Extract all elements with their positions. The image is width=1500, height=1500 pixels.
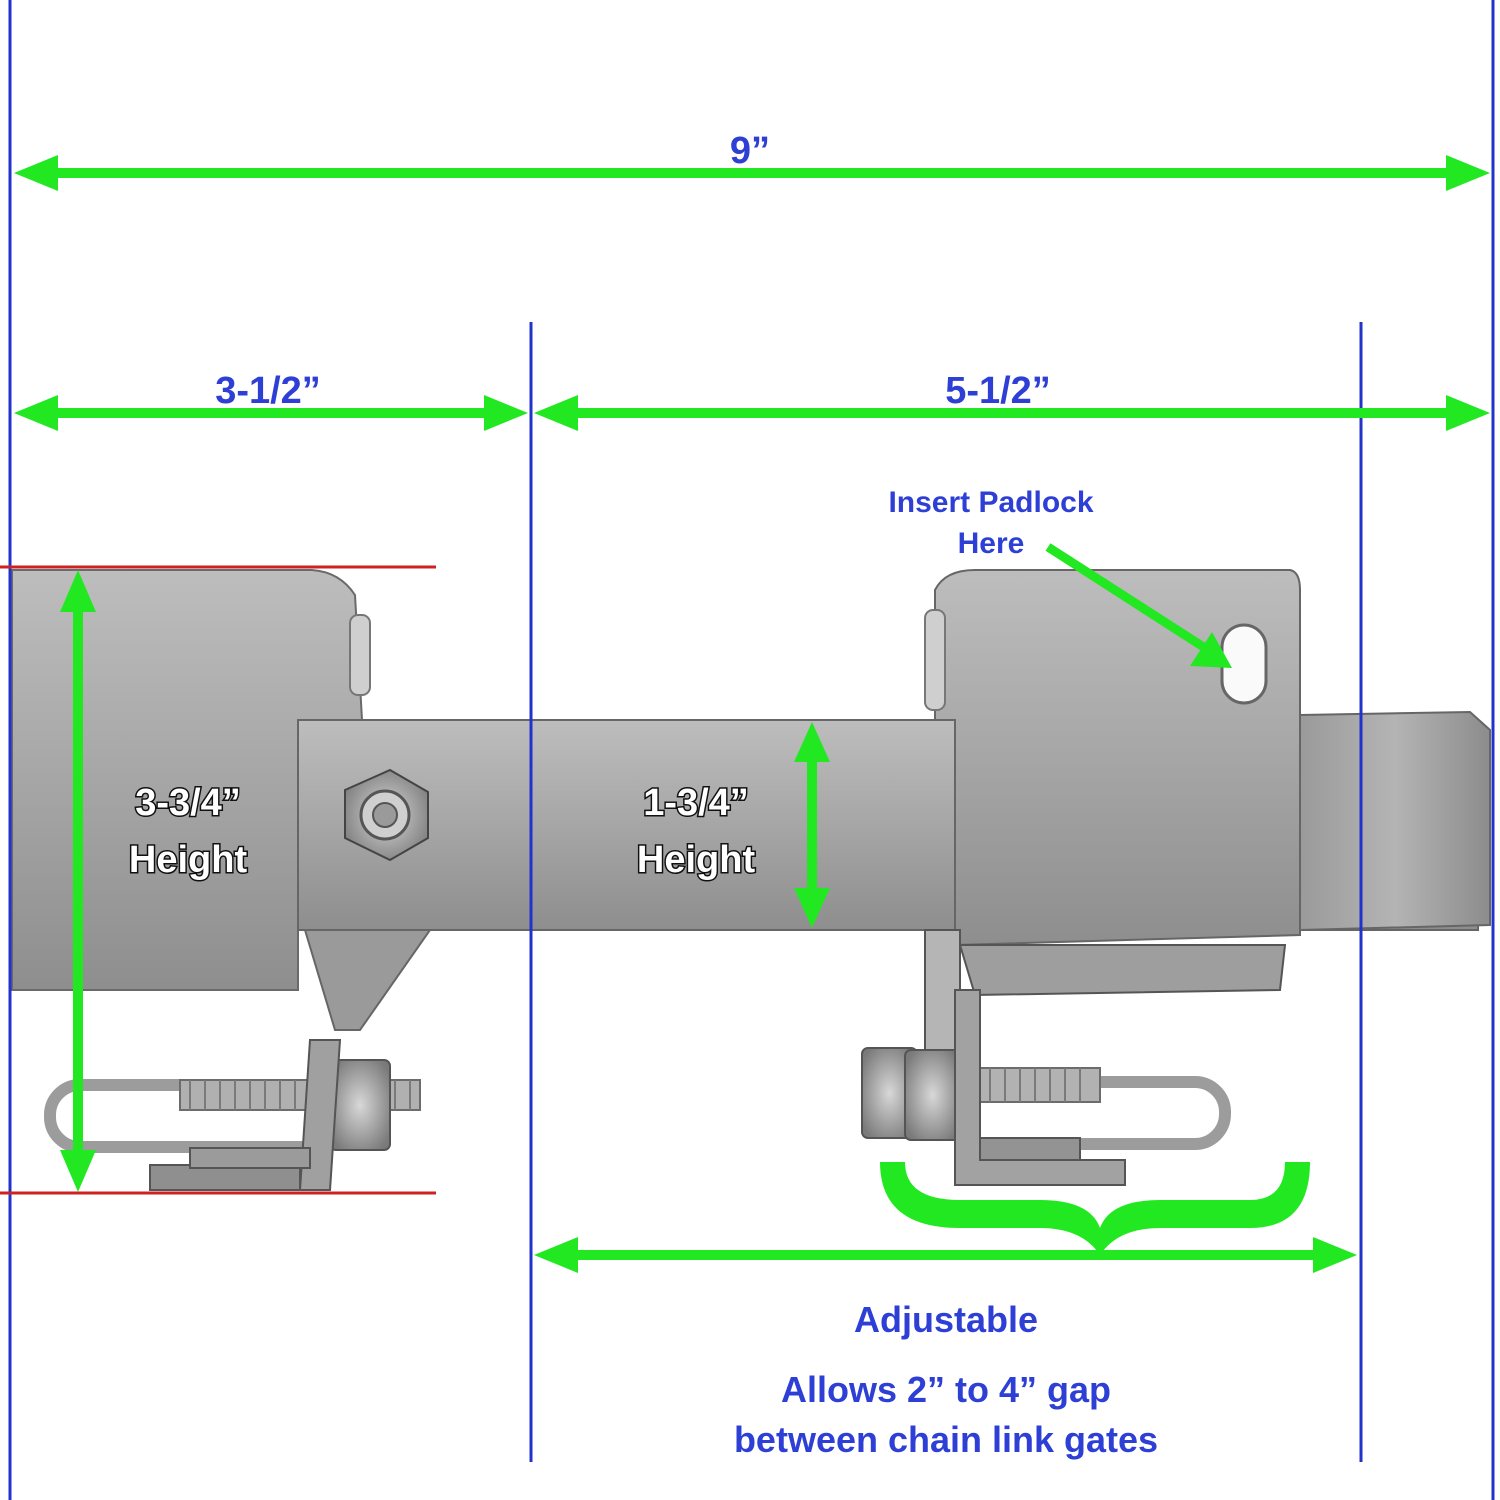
adjustable-gap-arrow <box>534 1237 1357 1273</box>
adjustable-label: Adjustable <box>854 1299 1038 1340</box>
gap-description-line1: Allows 2” to 4” gap <box>781 1369 1111 1410</box>
latch-hardware <box>11 569 1491 1191</box>
dimension-labels: 9” 3-1/2” 5-1/2” 3-3/4” Height 1-3/4” He… <box>127 130 1158 1460</box>
left-u-bolt-clamp <box>44 1039 421 1191</box>
right-keeper-block <box>924 569 1301 1051</box>
bar-height-word-label: Height <box>637 839 756 881</box>
right-width-arrow <box>534 395 1490 431</box>
adjustable-brace <box>880 1162 1310 1255</box>
tall-height-word-label: Height <box>129 839 248 881</box>
height-markers <box>0 565 436 1195</box>
dimension-arrows <box>14 155 1490 1273</box>
right-u-bolt-clamp <box>861 989 1231 1186</box>
bar-height-value-label: 1-3/4” <box>643 782 749 824</box>
left-bracket <box>11 569 432 1031</box>
right-width-label: 5-1/2” <box>945 370 1051 412</box>
padlock-label-line2: Here <box>958 527 1025 560</box>
padlock-pointer-arrow <box>1045 543 1232 668</box>
total-width-label: 9” <box>730 130 770 172</box>
left-width-label: 3-1/2” <box>215 370 321 412</box>
guide-lines <box>8 0 1495 1500</box>
bar-height-arrow <box>794 722 830 928</box>
total-width-arrow <box>14 155 1490 191</box>
gap-description-line2: between chain link gates <box>734 1419 1158 1460</box>
tall-height-arrow <box>60 570 96 1192</box>
left-width-arrow <box>14 395 528 431</box>
padlock-label-line1: Insert Padlock <box>888 486 1093 519</box>
latch-bar <box>297 710 1491 932</box>
tall-height-value-label: 3-3/4” <box>135 782 241 824</box>
